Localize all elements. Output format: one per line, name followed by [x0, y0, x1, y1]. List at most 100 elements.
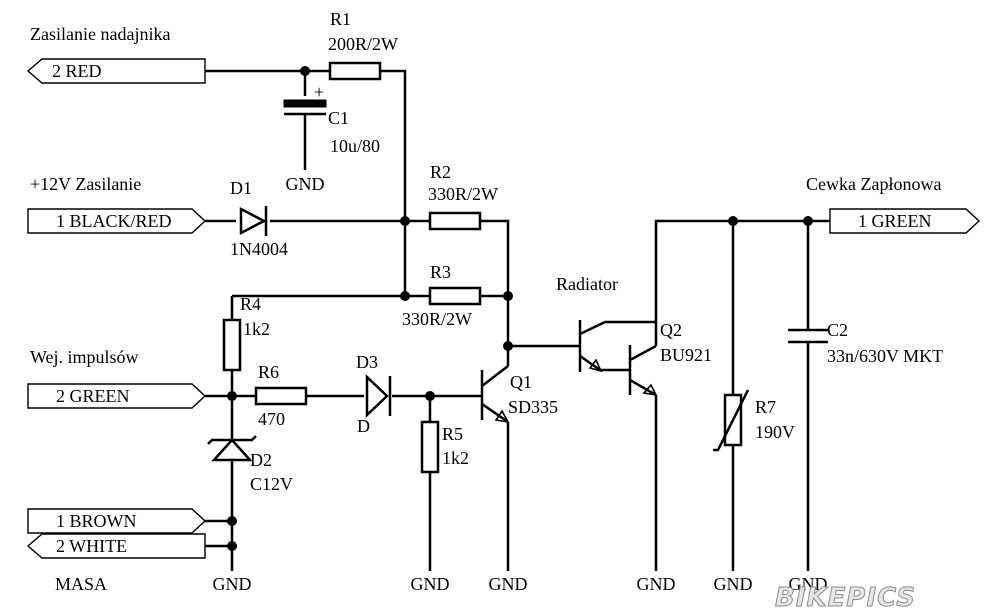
connector-arrow-right	[27, 383, 207, 409]
connector-green-in: 2 GREEN	[27, 383, 207, 409]
d2-ref: D2	[250, 450, 272, 470]
diode-d3: D3 D	[356, 352, 392, 436]
connector-white-label: 2 WHITE	[56, 536, 127, 556]
d3-value: D	[357, 416, 370, 436]
connector-black-red: 1 BLACK/RED	[27, 208, 207, 234]
c2-value: 33n/630V MKT	[827, 346, 943, 366]
capacitor-c2: C2 33n/630V MKT	[788, 320, 943, 366]
resistor-r6: R6 470	[254, 362, 308, 429]
diode-triangle	[365, 374, 389, 418]
resistor-body	[723, 393, 743, 447]
r6-ref: R6	[258, 362, 279, 382]
gnd-label: GND	[286, 174, 325, 194]
transistor-emitter	[481, 402, 509, 424]
r5-value: 1k2	[442, 448, 469, 468]
transistor-emitter-arrow	[588, 358, 603, 373]
gnd-label: GND	[411, 574, 450, 594]
r7-ref: R7	[755, 397, 776, 417]
net-label-supply-tx: Zasilanie nadajnika	[30, 24, 170, 44]
transistor-q2: Q2 BU921	[578, 320, 712, 397]
resistor-body	[420, 420, 440, 474]
connector-arrow-right	[27, 508, 207, 534]
connector-black-red-label: 1 BLACK/RED	[56, 211, 172, 231]
transistor-collector	[481, 365, 509, 387]
junctions	[227, 66, 813, 551]
net-label-heatsink: Radiator	[556, 274, 618, 294]
resistor-r4: R4 1k2	[222, 294, 270, 372]
varistor-r7: R7 190V	[713, 389, 795, 452]
gnd-label: GND	[637, 574, 676, 594]
d1-ref: D1	[230, 178, 252, 198]
r2-ref: R2	[430, 162, 451, 182]
gnd-label: GND	[213, 574, 252, 594]
c1-polarity: +	[314, 82, 324, 102]
varistor-slash	[713, 389, 750, 452]
resistor-body	[222, 318, 242, 372]
resistor-body	[428, 286, 482, 306]
transistor-collector	[629, 344, 657, 362]
connector-red-label: 2 RED	[52, 61, 102, 81]
zener-cathode-bar	[207, 435, 257, 445]
connector-green-out: 1 GREEN	[829, 208, 981, 234]
junction-dot	[300, 66, 310, 76]
resistor-r1: R1 200R/2W	[328, 9, 398, 81]
c2-ref: C2	[827, 320, 848, 340]
resistor-r2: R2 330R/2W	[428, 162, 498, 231]
q2-value: BU921	[660, 345, 712, 365]
r1-value: 200R/2W	[328, 34, 398, 54]
gnd-label: GND	[714, 574, 753, 594]
capacitor-c1: + C1 10u/80	[283, 82, 380, 156]
junction-dot	[227, 541, 237, 551]
junction-dot	[400, 291, 410, 301]
diode-triangle	[211, 438, 253, 462]
gnd-label: GND	[789, 574, 828, 594]
connector-green-in-label: 2 GREEN	[56, 386, 130, 406]
connector-green-out-label: 1 GREEN	[858, 211, 932, 231]
wires	[205, 69, 830, 571]
transistor-emitter	[579, 354, 601, 372]
junction-dot	[227, 391, 237, 401]
transistor-emitter	[629, 378, 657, 397]
q1-ref: Q1	[510, 372, 532, 392]
connector-brown: 1 BROWN	[27, 508, 207, 534]
q2-ref: Q2	[660, 320, 682, 340]
connector-arrow-right	[27, 208, 207, 234]
net-label-ignition-coil: Cewka Zapłonowa	[806, 174, 941, 194]
connector-brown-label: 1 BROWN	[56, 511, 137, 531]
zener-diode-d2: D2 C12V	[207, 435, 293, 494]
resistor-body	[254, 386, 308, 406]
capacitor-plate-positive	[283, 99, 327, 108]
transistor-q1: Q1 SD335	[480, 346, 558, 424]
junction-dot	[803, 216, 813, 226]
r4-ref: R4	[240, 294, 261, 314]
c1-value: 10u/80	[330, 136, 380, 156]
connector-arrow-right	[829, 208, 981, 234]
r7-value: 190V	[755, 422, 795, 442]
diode-triangle	[239, 206, 267, 236]
net-label-ground: MASA	[55, 574, 107, 594]
diode-d1: D1 1N4004	[230, 178, 288, 259]
resistor-body	[428, 211, 482, 231]
r3-value: 330R/2W	[402, 309, 472, 329]
d2-value: C12V	[250, 474, 293, 494]
gnd-label: GND	[489, 574, 528, 594]
r3-ref: R3	[430, 262, 451, 282]
connector-white: 2 WHITE	[26, 533, 206, 559]
net-label-supply-12v: +12V Zasilanie	[30, 174, 141, 194]
ground-labels: GND GND GND GND GND GND GND	[213, 174, 828, 594]
resistor-body	[328, 61, 382, 81]
junction-dot	[400, 216, 410, 226]
connector-arrow-left	[26, 533, 206, 559]
resistor-r3: R3 330R/2W	[402, 262, 482, 329]
connector-red: 2 RED	[26, 58, 206, 84]
junction-dot	[728, 216, 738, 226]
d3-ref: D3	[356, 352, 378, 372]
r1-ref: R1	[330, 9, 351, 29]
transistor-emitter-arrow	[494, 409, 510, 424]
d1-value: 1N4004	[230, 239, 288, 259]
r2-value: 330R/2W	[428, 184, 498, 204]
net-label-pulse-input: Wej. impulsów	[30, 347, 139, 367]
connector-arrow-left	[26, 58, 206, 84]
c1-ref: C1	[328, 108, 349, 128]
